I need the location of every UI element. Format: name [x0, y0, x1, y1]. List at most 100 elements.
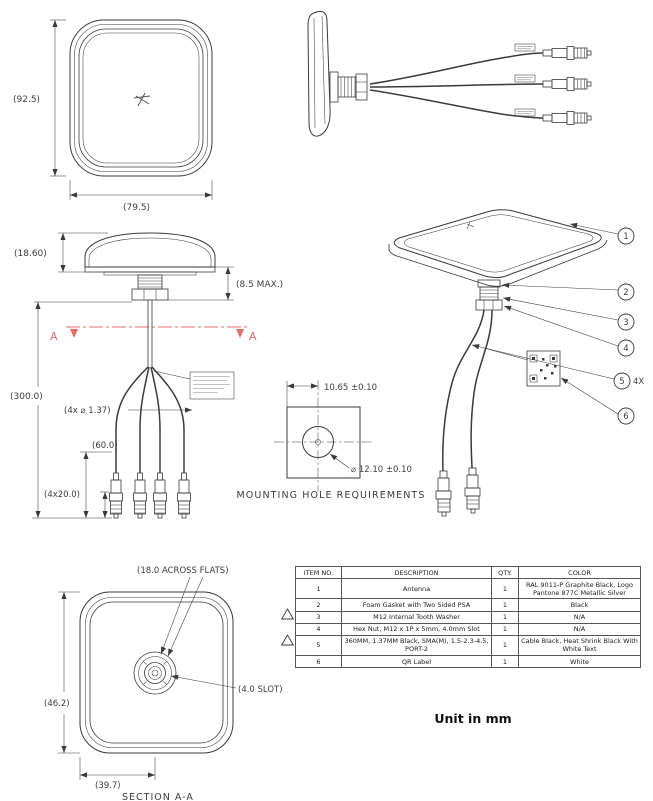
- across-flats-dim-label: (18.0 ACROSS FLATS): [137, 566, 229, 576]
- front-cables: [115, 300, 185, 473]
- hole-offset-dim: 10.65 ±0.10: [286, 381, 377, 407]
- section-letter-right: A: [249, 330, 257, 343]
- section-view: (18.0 ACROSS FLATS) (4.0 SLOT): [44, 566, 283, 801]
- section-arrow-left: [70, 329, 78, 338]
- mounting-plate: [274, 380, 373, 492]
- sma-connector-2: [542, 77, 592, 91]
- balloon-4-label: 4: [623, 344, 628, 354]
- bom-color: White: [518, 654, 641, 669]
- section-cut-line: A A: [50, 326, 257, 343]
- iso-cables: [442, 309, 493, 472]
- section-half-width-dim: (39.7): [79, 757, 156, 791]
- bom-description: Antenna: [341, 578, 492, 600]
- side-view-stem: [329, 71, 368, 103]
- iso-sma-connector-1: [435, 470, 452, 517]
- front-view: A A: [10, 232, 283, 519]
- balloon-6: 6: [560, 377, 635, 425]
- bom-qty: 1: [491, 598, 519, 612]
- stud-dim: (8.5 MAX.): [168, 266, 283, 301]
- sma-connector-3: [542, 111, 592, 125]
- balloon-1-label: 1: [623, 232, 628, 242]
- bom-qty: 1: [491, 654, 519, 669]
- threaded-stud: [131, 274, 169, 301]
- bom-item: 1: [295, 578, 342, 600]
- bom-qty: 1: [491, 634, 519, 657]
- across-flats-leaders: [160, 576, 204, 657]
- bom-description: QR Label: [341, 654, 492, 669]
- top-height-dim-label: (92.5): [13, 95, 40, 105]
- bom-item: 5: [295, 634, 342, 657]
- bom-row-4: 4 Hex Nut, M12 x 1P x 5mm, 4.0mm Slot 1 …: [295, 622, 641, 636]
- mounting-hole-title: MOUNTING HOLE REQUIREMENTS: [236, 490, 426, 501]
- bom-color: RAL 9011-P Graphite Black, Logo Pantone …: [518, 578, 641, 600]
- bom-row-2: 2 Foam Gasket with Two Sided PSA 1 Black: [295, 598, 641, 612]
- section-half-width-dim-label: (39.7): [95, 781, 121, 791]
- section-view-title: SECTION A-A: [122, 792, 194, 801]
- balloon-6-label: 6: [623, 412, 628, 422]
- bom-color: N/A: [518, 622, 641, 636]
- bom-header-qty: QTY.: [491, 565, 519, 580]
- iso-logo-mark: [466, 221, 475, 230]
- slot-dim-label: (4.0 SLOT): [238, 685, 283, 695]
- bom-header-description: DESCRIPTION: [341, 565, 492, 580]
- bom-description: 360MM, 1.37MM Black, SMA(M), 1.5-2.3-4.5…: [341, 634, 492, 657]
- bom-description: Hex Nut, M12 x 1P x 5mm, 4.0mm Slot: [341, 622, 492, 636]
- section-body-outline: [79, 591, 234, 754]
- section-connector-detail: [133, 651, 177, 695]
- balloon-5-qty-label: 4X: [633, 377, 644, 387]
- top-view-height-dim: (92.5): [13, 19, 66, 177]
- cable-heatshrink-label: [514, 43, 536, 117]
- bom-qty: 1: [491, 578, 519, 600]
- cable-length-dim: (300.0): [10, 301, 132, 519]
- straight-run-dim-label: (60.0): [92, 441, 118, 451]
- top-view-body-outline: [69, 19, 213, 177]
- antenna-dome-outline: [84, 232, 216, 276]
- section-letter-left: A: [50, 330, 58, 343]
- top-width-dim-label: (79.5): [123, 203, 150, 213]
- bom-color: Cable Black, Heat Shrink Black With Whit…: [518, 634, 641, 657]
- bom-row-3: 3 M12 Internal Tooth Washer 1 N/A: [295, 610, 641, 624]
- bom-table: ITEM NO. DESCRIPTION QTY. COLOR 1 Antenn…: [295, 565, 641, 669]
- front-sma-connector-1: [109, 472, 123, 519]
- top-view-width-dim: (79.5): [69, 180, 213, 213]
- cable-spec-tag: [153, 370, 235, 400]
- connector-length-dim: (4x20.0): [44, 490, 109, 518]
- balloon-1: 1: [569, 222, 635, 245]
- bom-header-item: ITEM NO.: [295, 565, 342, 580]
- front-sma-connector-2: [133, 472, 147, 519]
- front-sma-connector-3: [153, 472, 167, 519]
- section-arrow-right: [236, 329, 244, 338]
- hole-offset-dim-label: 10.65 ±0.10: [324, 383, 377, 393]
- top-view: (92.5) (79.5): [13, 19, 213, 213]
- stud-dim-label: (8.5 MAX.): [236, 280, 283, 290]
- dome-height-dim: (18.60): [14, 232, 108, 273]
- slot-dim: (4.0 SLOT): [170, 674, 283, 695]
- cable-diameter-dim-label: (4x ⌀ 1.37): [64, 406, 111, 416]
- balloon-2: 2: [501, 282, 635, 301]
- iso-sma-connector-2: [464, 467, 481, 514]
- qr-label: [483, 347, 561, 387]
- bom-header-row: ITEM NO. DESCRIPTION QTY. COLOR: [295, 565, 641, 580]
- balloon-4: 4: [503, 305, 635, 357]
- bom-qty: 1: [491, 622, 519, 636]
- unit-note: Unit in mm: [434, 711, 512, 726]
- sma-connector-1: [542, 46, 592, 60]
- section-height-dim: (46.2): [44, 591, 80, 754]
- bom-description: Foam Gasket with Two Sided PSA: [341, 598, 492, 612]
- warning-triangle-icon-row3: [281, 608, 294, 620]
- bom-description: M12 Internal Tooth Washer: [341, 610, 492, 624]
- logo-mark: [133, 92, 151, 107]
- bom-item: 6: [295, 654, 342, 669]
- balloon-2-label: 2: [623, 288, 628, 298]
- balloon-3-label: 3: [623, 318, 628, 328]
- hole-diameter-dim: ⌀ 12.10 ±0.10: [329, 453, 412, 475]
- cable-diameter-dim: (4x ⌀ 1.37): [64, 406, 192, 416]
- connector-length-dim-label: (4x20.0): [44, 490, 80, 500]
- side-view-blade: [307, 10, 331, 137]
- balloon-3: 3: [502, 296, 635, 331]
- hole-diameter-dim-label: ⌀ 12.10 ±0.10: [351, 465, 412, 475]
- balloon-5-label: 5: [619, 377, 624, 387]
- bom-color: Black: [518, 598, 641, 612]
- cable-length-dim-label: (300.0): [10, 392, 43, 402]
- bom-qty: 1: [491, 610, 519, 624]
